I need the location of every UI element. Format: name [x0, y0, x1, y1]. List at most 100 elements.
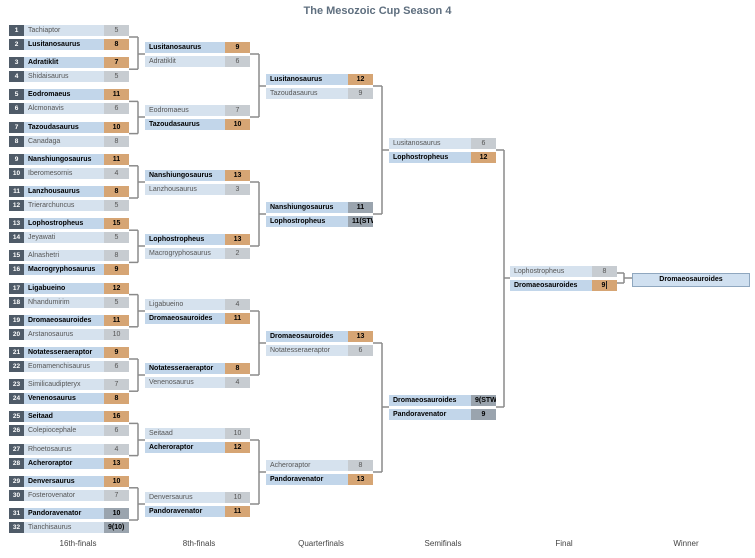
participant-name: Lanzhousaurus [145, 184, 225, 195]
round-label-16th-finals: 16th-finals [59, 539, 97, 548]
participant-score: 13 [348, 331, 373, 342]
participant-name: Notatesseraeraptor [266, 345, 348, 356]
participant-score: 9 [225, 42, 250, 53]
participant-name: Dromaeosauroides [266, 331, 348, 342]
participant-score: 4 [225, 377, 250, 388]
participant-name: Iberomesornis [24, 167, 104, 179]
participant-name: Shidaisaurus [24, 71, 104, 83]
participant-score: 12 [348, 74, 373, 85]
participant-name: Nanshiungosaurus [24, 153, 104, 165]
participant-score: 7 [104, 379, 129, 391]
participant-score: 4 [104, 443, 129, 455]
seed-number: 28 [9, 457, 24, 469]
participant-score: 13 [225, 234, 250, 245]
participant-name: Tazoudasaurus [266, 88, 348, 99]
participant-name: Pandoravenator [145, 506, 225, 517]
participant-name: Seitaad [145, 428, 225, 439]
participant-score: 10 [225, 428, 250, 439]
text-cursor [606, 281, 608, 290]
participant-score: 5 [104, 25, 129, 36]
seed-number: 30 [9, 489, 24, 501]
participant-score: 4 [104, 167, 129, 179]
participant-name: Lophostropheus [389, 152, 471, 163]
seed-number: 11 [9, 186, 24, 197]
seed-number: 14 [9, 232, 24, 244]
participant-name: Macrogryphosaurus [145, 248, 225, 259]
participant-score: 11 [104, 314, 129, 326]
participant-score: 7 [104, 57, 129, 69]
seed-number: 6 [9, 103, 24, 115]
participant-name: Rhoetosaurus [24, 443, 104, 455]
participant-score: 9 [104, 347, 129, 358]
seed-number: 13 [9, 218, 24, 230]
seed-number: 31 [9, 508, 24, 519]
participant-score: 6 [471, 138, 496, 149]
seed-number: 23 [9, 379, 24, 391]
seed-number: 1 [9, 25, 24, 36]
participant-score: 16 [104, 411, 129, 423]
participant-score: 13 [104, 457, 129, 469]
participant-name: Notatesseraeraptor [24, 347, 104, 358]
participant-name: Dromaeosauroides [24, 314, 104, 326]
participant-score: 12 [471, 152, 496, 163]
champion-box: Dromaeosauroides [632, 273, 750, 287]
participant-name: Eodromaeus [24, 89, 104, 101]
participant-name: Acheroraptor [266, 460, 348, 471]
seed-number: 7 [9, 121, 24, 133]
participant-name: Nhandumirim [24, 296, 104, 308]
participant-score: 10 [104, 121, 129, 133]
participant-score: 11 [104, 153, 129, 165]
participant-score: 9 [348, 88, 373, 99]
participant-name: Lophostropheus [24, 218, 104, 230]
participant-name: Lophostropheus [266, 216, 348, 227]
participant-name: Fosterovenator [24, 489, 104, 501]
participant-name: Alnashetri [24, 250, 104, 262]
seed-number: 18 [9, 296, 24, 308]
participant-name: Acheroraptor [24, 457, 104, 469]
participant-name: Lusitanosaurus [24, 39, 104, 50]
participant-score: 8 [592, 266, 617, 277]
participant-name: Lusitanosaurus [145, 42, 225, 53]
participant-name: Tachiaptor [24, 25, 104, 36]
participant-name: Trierarchuncus [24, 200, 104, 211]
participant-score: 8 [225, 363, 250, 374]
seed-number: 20 [9, 328, 24, 340]
participant-name: Pandoravenator [266, 474, 348, 485]
seed-number: 2 [9, 39, 24, 50]
seed-number: 3 [9, 57, 24, 69]
participant-score: 8 [104, 393, 129, 405]
participant-name: Lophostropheus [145, 234, 225, 245]
seed-number: 19 [9, 314, 24, 326]
participant-name: Lanzhousaurus [24, 186, 104, 197]
participant-name: Acheroraptor [145, 442, 225, 453]
participant-name: Canadaga [24, 135, 104, 147]
seed-number: 15 [9, 250, 24, 262]
participant-name: Tazoudasaurus [24, 121, 104, 133]
participant-name: Adratiklit [24, 57, 104, 69]
round-label-winner: Winner [673, 539, 699, 548]
round-label-final: Final [555, 539, 573, 548]
participant-score: 10 [225, 492, 250, 503]
participant-name: Arstanosaurus [24, 328, 104, 340]
participant-score: 11 [225, 506, 250, 517]
seed-number: 8 [9, 135, 24, 147]
participant-name: Denversaurus [145, 492, 225, 503]
participant-score: 5 [104, 296, 129, 308]
seed-number: 9 [9, 153, 24, 165]
seed-number: 24 [9, 393, 24, 405]
participant-name: Tazoudasaurus [145, 119, 225, 130]
participant-score: 6 [104, 425, 129, 437]
participant-score: 9 [592, 280, 617, 291]
participant-score: 9(STW) [471, 395, 496, 406]
participant-score: 8 [104, 39, 129, 50]
seed-number: 27 [9, 443, 24, 455]
participant-score: 8 [348, 460, 373, 471]
seed-number: 32 [9, 522, 24, 533]
participant-name: Eomamenchisaurus [24, 361, 104, 372]
seed-number: 25 [9, 411, 24, 423]
participant-name: Tianchisaurus [24, 522, 104, 533]
participant-score: 9 [471, 409, 496, 420]
participant-score: 7 [225, 105, 250, 116]
